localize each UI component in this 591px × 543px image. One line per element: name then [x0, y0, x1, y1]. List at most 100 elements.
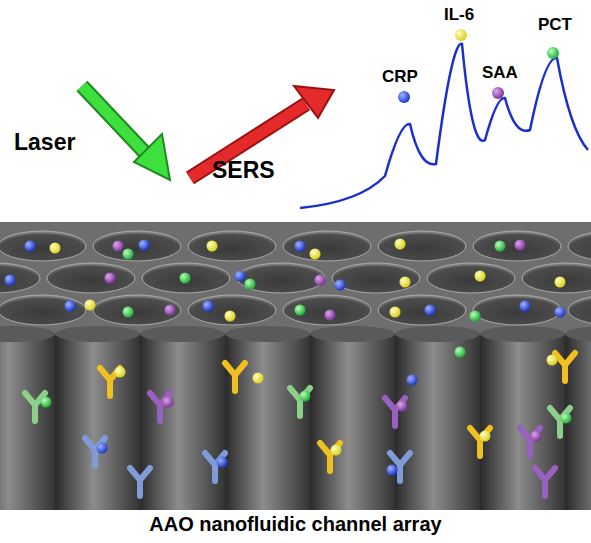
- channel-opening: [0, 231, 86, 261]
- array-top-plate: [0, 222, 591, 334]
- biomarker-particle: [105, 273, 116, 284]
- biomarker-particle: [5, 275, 16, 286]
- biomarker-particle: [115, 367, 126, 378]
- laser-arrow: [82, 86, 170, 180]
- biomarker-particle: [25, 241, 36, 252]
- biomarker-particle: [41, 397, 52, 408]
- channel-opening: [47, 263, 135, 293]
- biomarker-particle: [253, 373, 264, 384]
- antibody: [470, 428, 490, 456]
- biomarker-particle: [520, 301, 531, 312]
- channel-column: [140, 334, 225, 510]
- channel-opening: [473, 295, 561, 325]
- biomarker-particle: [455, 347, 466, 358]
- raman-spectrum: [300, 44, 588, 208]
- peak-label: IL-6: [444, 6, 474, 25]
- antibody-shape: [290, 388, 310, 416]
- biomarker-particle: [123, 249, 134, 260]
- biomarker-particle: [515, 240, 526, 251]
- biomarker-particle: [425, 305, 436, 316]
- channel-opening: [188, 295, 276, 325]
- channel-column: [225, 334, 310, 510]
- biomarker-particle: [139, 240, 150, 251]
- biomarker-particle: [217, 457, 228, 468]
- antibody-shape: [535, 468, 555, 496]
- biomarker-particle: [331, 445, 342, 456]
- antibody: [130, 468, 150, 496]
- channel-column: [55, 334, 140, 510]
- channel-rim: [395, 326, 480, 342]
- channel-opening: [473, 231, 561, 261]
- channel-columns: [0, 326, 591, 510]
- biomarker-particle: [165, 305, 176, 316]
- biomarker-particle: [555, 277, 566, 288]
- channel-opening: [283, 231, 371, 261]
- biomarker-particles: [5, 239, 572, 476]
- channel-opening: [237, 263, 325, 293]
- antibody: [225, 363, 245, 391]
- antibody: [555, 353, 575, 381]
- biomarker-particle: [295, 305, 306, 316]
- biomarker-particle: [325, 310, 336, 321]
- biomarker-particle: [235, 271, 246, 282]
- arrow-label: SERS: [212, 158, 275, 183]
- channel-opening: [142, 263, 230, 293]
- biomarker-particle: [475, 271, 486, 282]
- channel-rim: [140, 326, 225, 342]
- biomarker-particle: [390, 307, 401, 318]
- antibody: [25, 393, 45, 421]
- channel-rim: [0, 326, 55, 342]
- channel-rim: [310, 326, 395, 342]
- biomarker-particle: [207, 241, 218, 252]
- biomarker-particle: [295, 241, 306, 252]
- biomarker-particle: [387, 465, 398, 476]
- antibody: [535, 468, 555, 496]
- biomarker-particle: [50, 243, 61, 254]
- channel-rim: [55, 326, 140, 342]
- channel-opening: [0, 263, 40, 293]
- channel-opening: [427, 263, 515, 293]
- channel-opening: [188, 231, 276, 261]
- arrow-label: Laser: [14, 130, 75, 155]
- peak-label: PCT: [538, 16, 572, 35]
- channel-opening: [93, 231, 181, 261]
- biomarker-particle: [300, 391, 311, 402]
- biomarker-particle: [180, 273, 191, 284]
- biomarker-particle: [547, 355, 558, 366]
- biomarker-particle: [97, 443, 108, 454]
- channel-opening: [378, 231, 466, 261]
- channel-opening: [0, 295, 86, 325]
- antibody-shape: [470, 428, 490, 456]
- channel-column: [395, 334, 480, 510]
- antibody-shape: [130, 468, 150, 496]
- channel-column: [0, 334, 55, 510]
- channel-opening: [568, 295, 591, 325]
- channel-rim: [565, 326, 591, 342]
- biomarker-particle: [163, 397, 174, 408]
- channel-opening: [378, 295, 466, 325]
- biomarker-particle: [310, 249, 321, 260]
- biomarker-particle: [555, 307, 566, 318]
- pct-dot: [547, 47, 559, 59]
- il6-dot: [455, 29, 467, 41]
- biomarker-particle: [495, 241, 506, 252]
- biomarker-particle: [470, 311, 481, 322]
- biomarker-particle: [531, 431, 542, 442]
- antibody-shape: [555, 353, 575, 381]
- biomarker-particle: [85, 300, 96, 311]
- biomarker-particle: [407, 375, 418, 386]
- channel-opening: [93, 295, 181, 325]
- channel-rim: [480, 326, 565, 342]
- peak-label: SAA: [482, 64, 518, 83]
- biomarker-particle: [113, 241, 124, 252]
- antibody: [290, 388, 310, 416]
- biomarker-particle: [561, 413, 572, 424]
- biomarker-particle: [65, 301, 76, 312]
- channel-opening: [522, 263, 591, 293]
- biomarker-particle: [123, 307, 134, 318]
- channel-column: [480, 334, 565, 510]
- antibody-shape: [225, 363, 245, 391]
- channel-column: [310, 334, 395, 510]
- crp-dot: [398, 91, 410, 103]
